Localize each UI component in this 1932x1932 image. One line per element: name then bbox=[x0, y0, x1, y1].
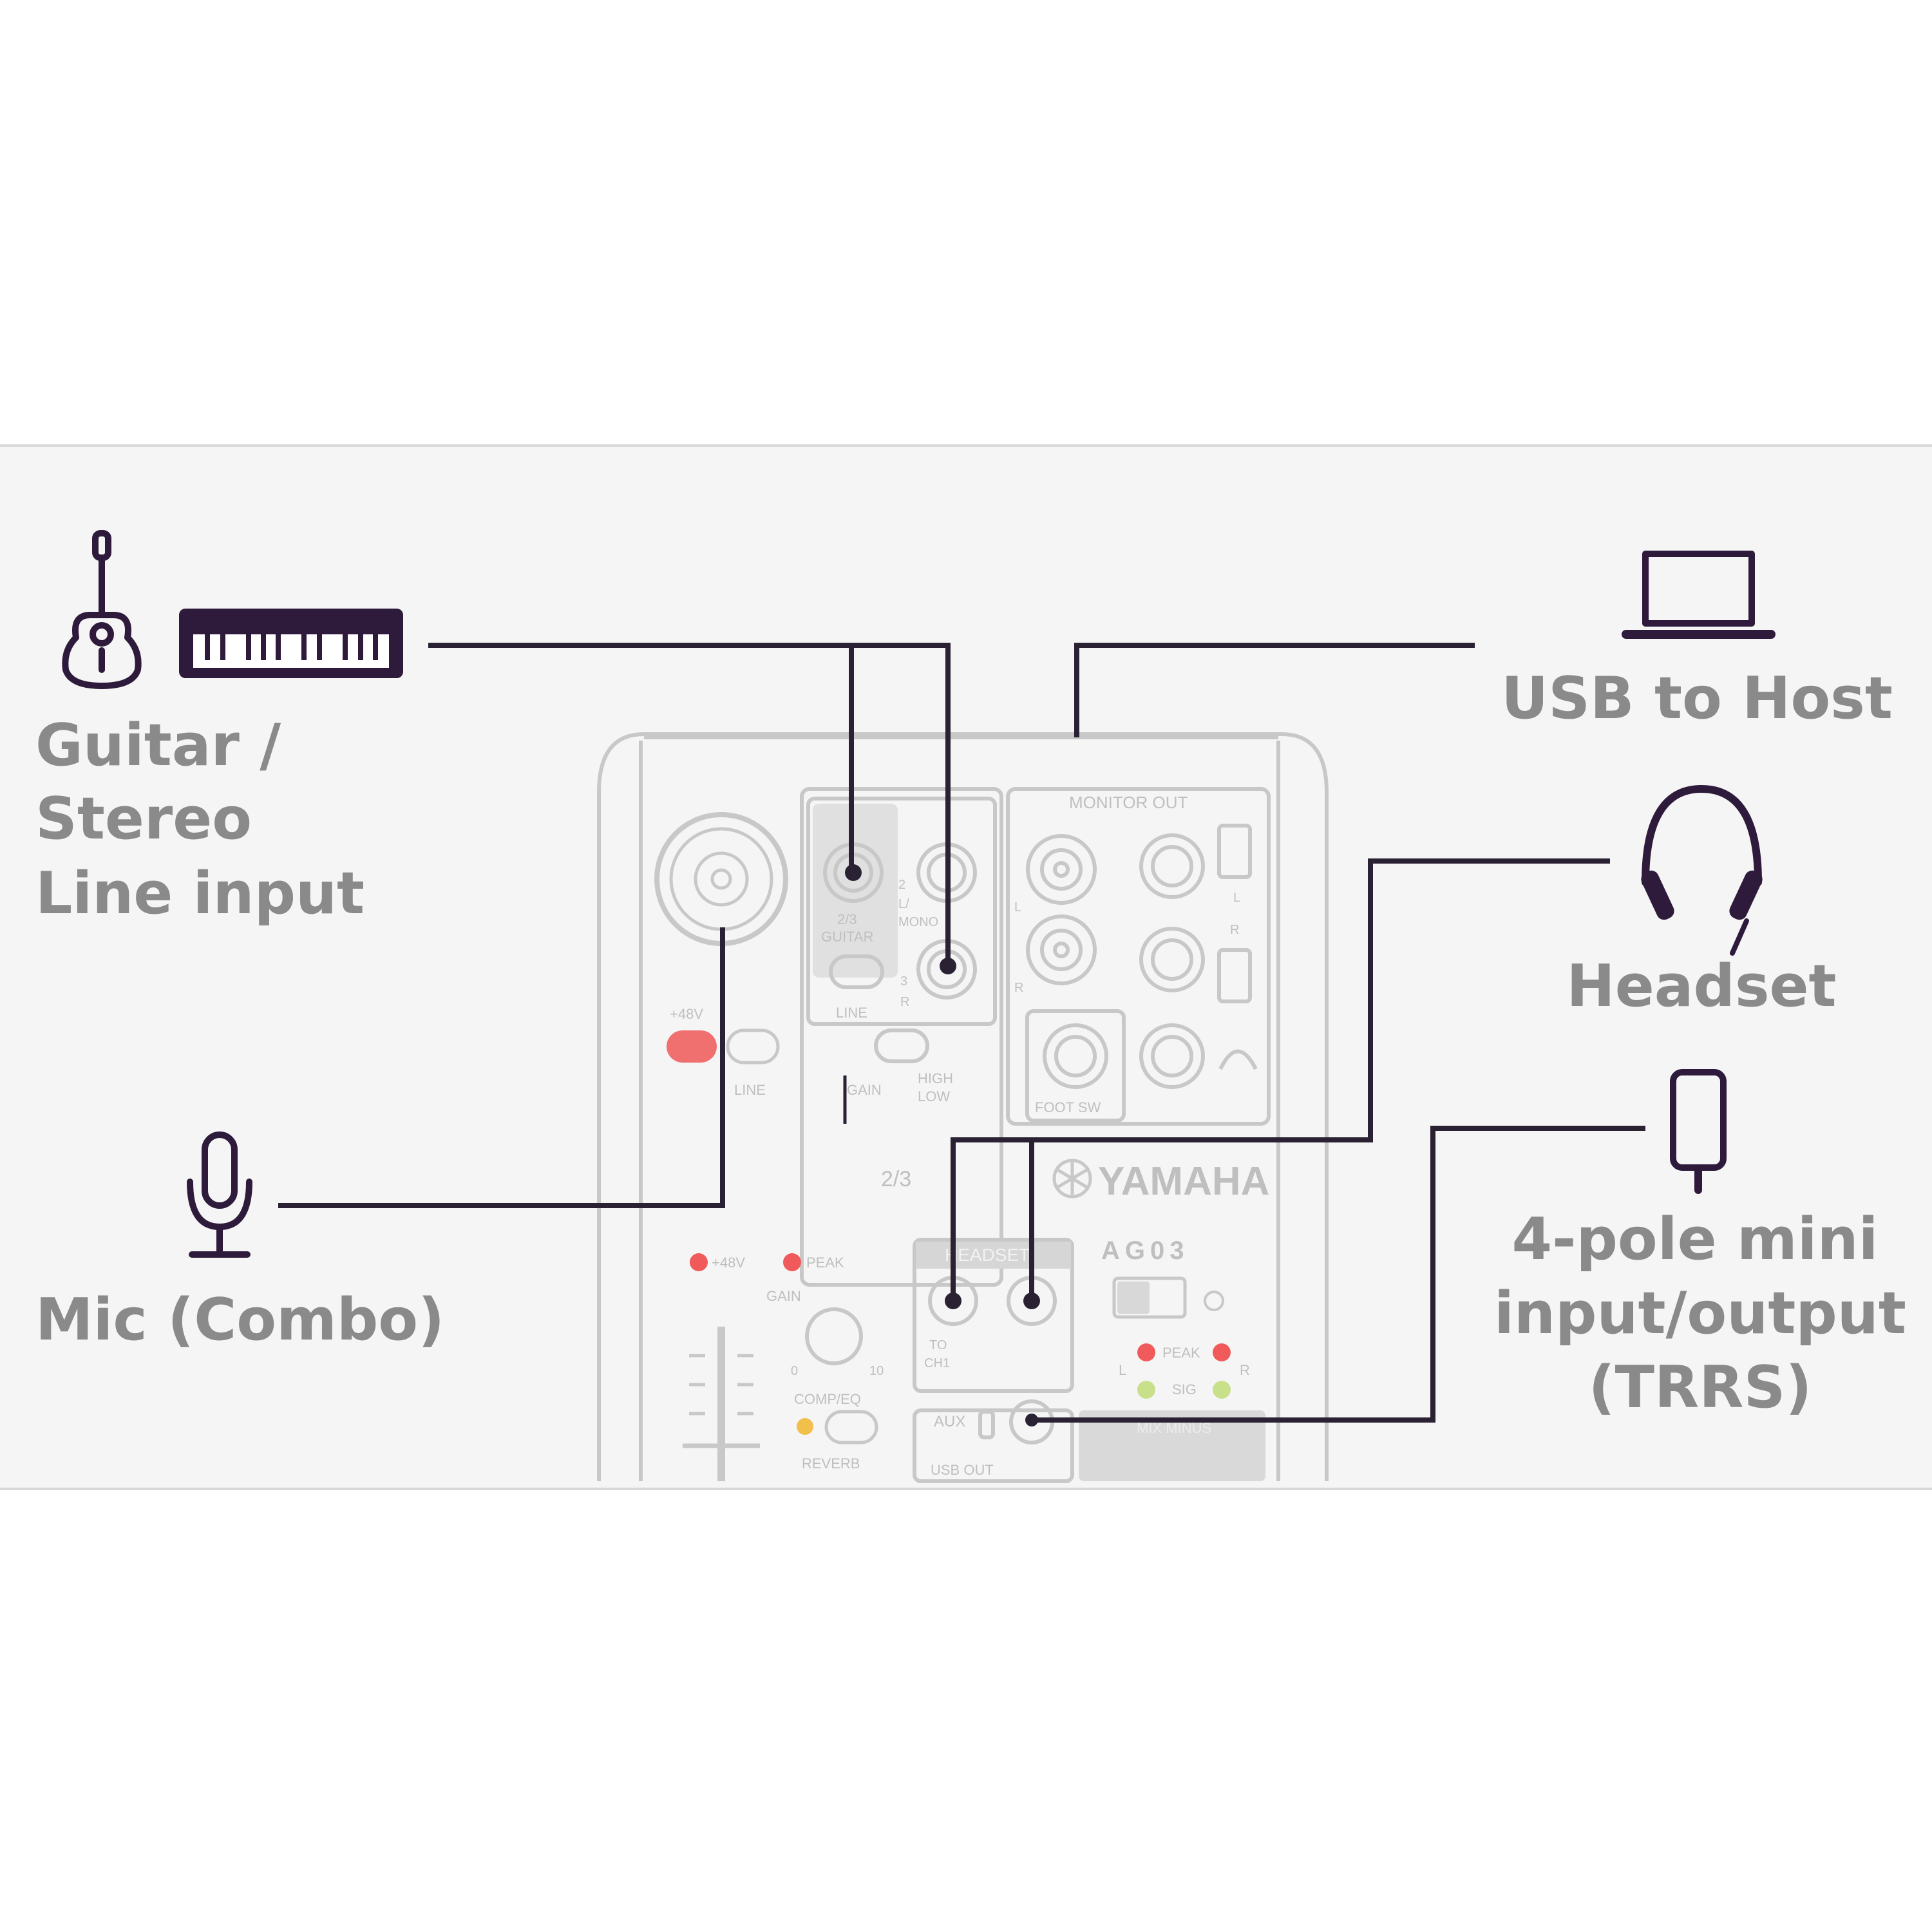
headset-header bbox=[916, 1242, 1071, 1269]
guitar-label-group: Guitar / Stereo Line input bbox=[35, 712, 365, 927]
guitar-label-line1: Guitar / bbox=[35, 712, 281, 779]
guitar-icon bbox=[62, 530, 142, 689]
ch1-gain-label: GAIN bbox=[766, 1288, 801, 1304]
mix-minus-label: MIX MINUS bbox=[1137, 1420, 1211, 1436]
peak-led-r bbox=[1213, 1343, 1231, 1361]
spk-r-label: R bbox=[1230, 923, 1239, 937]
in2-label: 2 bbox=[898, 878, 905, 892]
mic-line bbox=[278, 927, 725, 1208]
guitar-label: GUITAR bbox=[821, 929, 873, 945]
in3-label: 3 bbox=[900, 974, 907, 989]
ch1-peak-led bbox=[783, 1253, 801, 1271]
peak-label-2: PEAK bbox=[1162, 1345, 1200, 1361]
smartphone-icon bbox=[1670, 1069, 1727, 1194]
headset-panel-label: HEADSET bbox=[945, 1245, 1030, 1265]
trrs-line bbox=[1032, 1126, 1645, 1423]
trrs-label-line3: (TRRS) bbox=[1588, 1354, 1812, 1421]
trrs-label-line2: input/output bbox=[1494, 1280, 1906, 1347]
sig-led-l bbox=[1137, 1381, 1155, 1399]
guitar-23-label: 2/3 bbox=[837, 911, 857, 927]
comp-switch bbox=[824, 1410, 878, 1444]
mono-label: MONO bbox=[898, 915, 938, 929]
ch1-peak-label: PEAK bbox=[806, 1255, 844, 1271]
mon-r-label: R bbox=[1014, 981, 1023, 995]
monitor-out-label: MONITOR OUT bbox=[1069, 793, 1188, 812]
gain-knob bbox=[805, 1307, 863, 1365]
usb-out-label: USB OUT bbox=[931, 1462, 994, 1478]
sig-led-r bbox=[1213, 1381, 1231, 1399]
to-label: TO bbox=[929, 1338, 947, 1352]
gain-low-label: LOW bbox=[918, 1088, 950, 1104]
power-icon bbox=[1204, 1291, 1224, 1311]
power-switch bbox=[1112, 1276, 1187, 1319]
mon-l-label: L bbox=[1014, 900, 1021, 914]
comp-led bbox=[797, 1418, 813, 1435]
gain-switch-label: GAIN bbox=[847, 1082, 882, 1098]
headset-label: Headset bbox=[1566, 952, 1836, 1020]
laptop-icon bbox=[1622, 551, 1776, 639]
guitar-label-line2: Stereo bbox=[35, 785, 252, 853]
line-label-1: LINE bbox=[734, 1082, 766, 1098]
phantom-led bbox=[667, 1030, 717, 1063]
spk-l-label: L bbox=[1233, 891, 1240, 905]
led-r-label: R bbox=[1240, 1362, 1250, 1378]
mic-label: Mic (Combo) bbox=[35, 1286, 444, 1354]
aux-label: AUX bbox=[934, 1413, 965, 1430]
trrs-label-line1: 4-pole mini bbox=[1511, 1206, 1878, 1273]
microphone-icon bbox=[187, 1132, 252, 1258]
yamaha-logo-icon bbox=[1052, 1159, 1092, 1198]
guitar-line bbox=[428, 643, 951, 966]
comp-eq-label: COMP/EQ bbox=[794, 1391, 861, 1407]
phantom-label: +48V bbox=[670, 1006, 703, 1022]
gain-min-label: 0 bbox=[791, 1364, 798, 1378]
fader bbox=[683, 1327, 760, 1481]
reverb-label: REVERB bbox=[802, 1455, 860, 1472]
ch1-phantom-label: +48V bbox=[712, 1255, 745, 1271]
guitar-label-line3: Line input bbox=[35, 860, 365, 927]
mixer-panel bbox=[597, 732, 1329, 1483]
keyboard-icon bbox=[179, 609, 403, 678]
mic-line-switch bbox=[726, 1028, 780, 1065]
headphones-icon bbox=[1641, 784, 1763, 956]
led-l-label: L bbox=[1119, 1362, 1126, 1378]
gain-max-label: 10 bbox=[869, 1364, 884, 1378]
usb-line bbox=[1074, 643, 1475, 737]
peak-led-l bbox=[1137, 1343, 1155, 1361]
headset-line bbox=[951, 858, 1610, 1301]
connection-lines bbox=[278, 643, 1645, 1423]
sig-label: SIG bbox=[1172, 1381, 1197, 1397]
l-label: L/ bbox=[898, 897, 909, 911]
ch1-phantom-led bbox=[690, 1253, 708, 1271]
model-label: AG03 bbox=[1101, 1236, 1189, 1265]
foot-sw-label: FOOT SW bbox=[1035, 1099, 1101, 1115]
ch1-label: CH1 bbox=[924, 1356, 950, 1370]
in3-r-label: R bbox=[900, 995, 909, 1009]
combo-jack bbox=[654, 812, 788, 946]
ch23-label: 2/3 bbox=[881, 1167, 911, 1191]
line-label-2: LINE bbox=[836, 1005, 867, 1021]
brand-label: YAMAHA bbox=[1098, 1159, 1269, 1204]
usb-label: USB to Host bbox=[1501, 665, 1893, 732]
gain-high-label: HIGH bbox=[918, 1070, 953, 1086]
trrs-label-group: 4-pole mini input/output (TRRS) bbox=[1494, 1206, 1906, 1421]
